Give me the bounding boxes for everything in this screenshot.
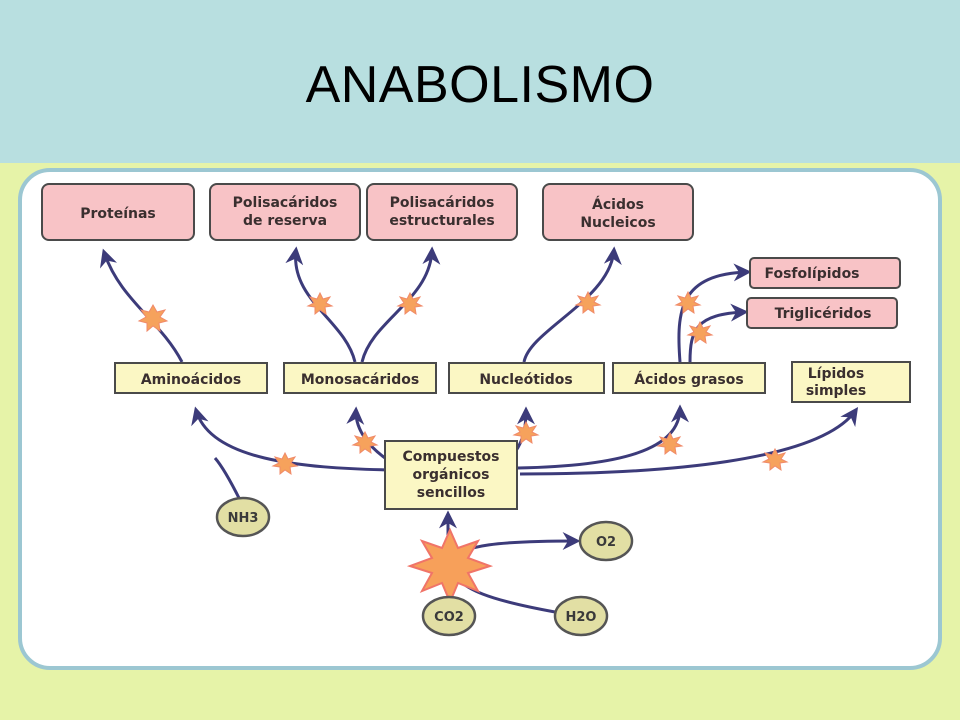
label-trigliceridos: Triglicéridos	[775, 306, 872, 322]
label-precursor-1: Compuestos	[403, 449, 500, 465]
star-icon	[574, 290, 602, 315]
label-polisacaridos-estructurales-1: Polisacáridos	[390, 195, 495, 211]
label-co2: CO2	[434, 610, 464, 625]
label-monosacaridos: Monosacáridos	[301, 372, 419, 388]
label-proteinas: Proteínas	[80, 206, 156, 222]
box-proteinas	[41, 183, 195, 241]
label-lipidos-simples-1: Lípidos	[808, 366, 865, 382]
circle-nh3	[215, 496, 271, 538]
star-icon	[674, 290, 702, 315]
box-precursor	[384, 440, 518, 510]
precursor: Compuestos orgánicos sencillos	[384, 440, 518, 510]
star-icon	[351, 430, 379, 455]
product-boxes: Proteínas Polisacáridos de reserva Polis…	[41, 183, 901, 329]
arrow-precursor-acidos-grasos	[517, 404, 689, 470]
arrow-precursor-aminoacidos	[191, 406, 391, 472]
diagram-panel	[18, 168, 942, 670]
label-acidos-nucleicos-1: Ácidos	[592, 196, 644, 213]
intermediate-boxes: Aminoácidos Monosacáridos Nucleótidos Ác…	[114, 361, 911, 403]
box-acidos-grasos	[612, 362, 766, 394]
label-nh3: NH3	[228, 511, 259, 526]
label-acidos-grasos: Ácidos grasos	[634, 371, 743, 388]
arrow-monosacaridos-estructurales	[360, 246, 441, 363]
star-icon	[137, 303, 169, 333]
box-polisacaridos-estructurales	[366, 183, 518, 241]
arrow-precursor-lipidos-simples	[519, 407, 859, 476]
arrow-aminoacidos-proteinas	[100, 248, 184, 363]
arrow-nh3-join	[213, 457, 242, 501]
label-o2: O2	[596, 535, 616, 550]
reaction-stars	[137, 290, 789, 605]
box-acidos-nucleicos	[542, 183, 694, 241]
title-band	[0, 0, 960, 163]
label-nucleotidos: Nucleótidos	[479, 372, 572, 388]
box-polisacaridos-reserva	[209, 183, 361, 241]
star-icon	[656, 431, 684, 456]
circle-h2o	[553, 595, 609, 637]
star-icon	[512, 420, 540, 445]
box-trigliceridos	[746, 297, 898, 329]
label-h2o: H2O	[566, 610, 597, 625]
star-icon	[761, 447, 789, 472]
box-nucleotidos	[448, 362, 605, 394]
molecules: NH3 O2 CO2 H2O	[215, 496, 634, 637]
label-precursor-2: orgánicos	[412, 467, 489, 483]
label-polisacaridos-reserva-2: de reserva	[243, 213, 327, 229]
box-fosfolipidos	[749, 257, 901, 289]
label-aminoacidos: Aminoácidos	[141, 372, 241, 388]
arrow-nucleotidos-acidos-nucleicos	[522, 246, 622, 363]
label-precursor-3: sencillos	[417, 485, 485, 501]
label-acidos-nucleicos-2: Nucleicos	[580, 215, 655, 231]
circle-o2	[578, 520, 634, 562]
star-icon	[686, 320, 714, 345]
star-icon	[271, 451, 299, 476]
label-polisacaridos-estructurales-2: estructurales	[389, 213, 494, 229]
label-lipidos-simples-2: simples	[806, 383, 866, 399]
big-star-icon	[406, 527, 494, 605]
slide-title: ANABOLISMO	[305, 56, 655, 114]
star-icon	[396, 291, 424, 316]
star-icon	[306, 291, 334, 316]
label-polisacaridos-reserva-1: Polisacáridos	[233, 195, 338, 211]
circle-co2	[421, 595, 477, 637]
box-aminoacidos	[114, 362, 268, 394]
box-monosacaridos	[283, 362, 437, 394]
box-lipidos-simples	[791, 361, 911, 403]
label-fosfolipidos: Fosfolípidos	[764, 266, 859, 282]
